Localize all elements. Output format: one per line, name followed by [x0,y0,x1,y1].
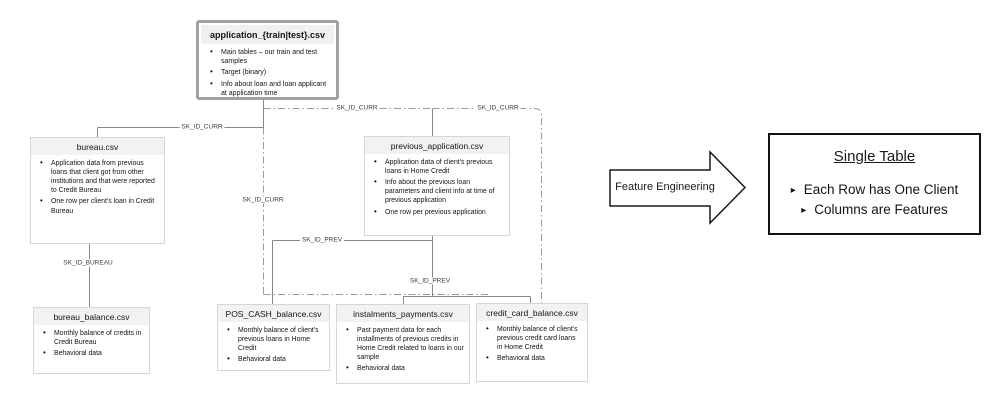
node-bullet-list: Monthly balance of client's previous cre… [477,324,584,364]
node-bullet: Behavioral data [43,348,144,359]
node-bullet-list: Application data from previous loans tha… [31,158,161,216]
node-bullet: One row per client's loan in Credit Bure… [40,196,159,215]
single-table-title: Single Table [833,148,916,165]
node-bullet-list: Application data of client's previous lo… [365,157,506,218]
node-bullet: Info about the previous loan parameters … [374,177,504,205]
node-bullet: Target (binary) [210,67,329,78]
edge-label-sk-id-curr-bureau: SK_ID_CURR [179,123,225,131]
table-node-application: application_{train|test}.csv Main tables… [196,20,339,100]
node-title: POS_CASH_balance.csv [218,305,329,322]
table-node-bureau-balance: bureau_balance.csv Monthly balance of cr… [33,307,150,374]
node-bullet: Behavioral data [227,354,324,365]
feature-engineering-label: Feature Engineering [615,181,715,193]
node-bullet: Monthly balance of client's previous loa… [227,325,324,353]
node-title: previous_application.csv [365,137,509,154]
node-bullet: Behavioral data [346,363,464,374]
table-node-bureau: bureau.csv Application data from previou… [30,137,165,244]
node-title: bureau_balance.csv [34,308,149,325]
node-bullet: Past payment data for each installments … [346,325,464,362]
edge-label-sk-id-prev-pos: SK_ID_PREV [299,236,345,244]
table-node-pos-cash-balance: POS_CASH_balance.csv Monthly balance of … [217,304,330,371]
node-title: bureau.csv [31,138,164,155]
single-table-bullet: Columns are Features [770,200,979,220]
node-bullet: Behavioral data [486,353,582,364]
node-bullet: Application data of client's previous lo… [374,157,504,176]
feature-engineering-arrow [609,150,747,225]
node-bullet-list: Monthly balance of client's previous loa… [218,325,326,365]
node-bullet-list: Main tables – our train and test samples… [201,47,331,98]
node-bullet: Main tables – our train and test samples [210,47,329,66]
node-bullet: One row per previous application [374,207,504,218]
table-node-credit-card-balance: credit_card_balance.csv Monthly balance … [476,303,588,382]
node-title: credit_card_balance.csv [477,304,587,321]
node-bullet: Monthly balance of client's previous cre… [486,324,582,352]
edge-label-sk-id-bureau: SK_ID_BUREAU [61,259,115,267]
edge-label-sk-id-curr-credit-card: SK_ID_CURR [475,104,521,112]
node-title: application_{train|test}.csv [201,25,334,44]
node-bullet: Info about loan and loan applicant at ap… [210,79,329,98]
node-bullet-list: Past payment data for each installments … [337,325,466,374]
node-bullet: Monthly balance of credits in Credit Bur… [43,328,144,347]
single-table-box: Single Table Each Row has One Client Col… [768,133,981,235]
arrow-shape [609,150,747,225]
connector-app-credit-dashdot [432,108,542,303]
edge-label-sk-id-curr-previous: SK_ID_CURR [334,104,380,112]
edge-label-sk-id-curr-middle: SK_ID_CURR [240,196,286,204]
node-bullet-list: Monthly balance of credits in Credit Bur… [34,328,146,359]
node-bullet: Application data from previous loans tha… [40,158,159,195]
single-table-bullet-list: Each Row has One Client Columns are Feat… [770,180,979,221]
table-node-previous-application: previous_application.csv Application dat… [364,136,510,236]
table-node-instalments-payments: instalments_payments.csv Past payment da… [336,304,470,384]
edge-label-sk-id-prev-bottom: SK_ID_PREV [407,277,453,285]
node-title: instalments_payments.csv [337,305,469,322]
single-table-bullet: Each Row has One Client [770,180,979,200]
